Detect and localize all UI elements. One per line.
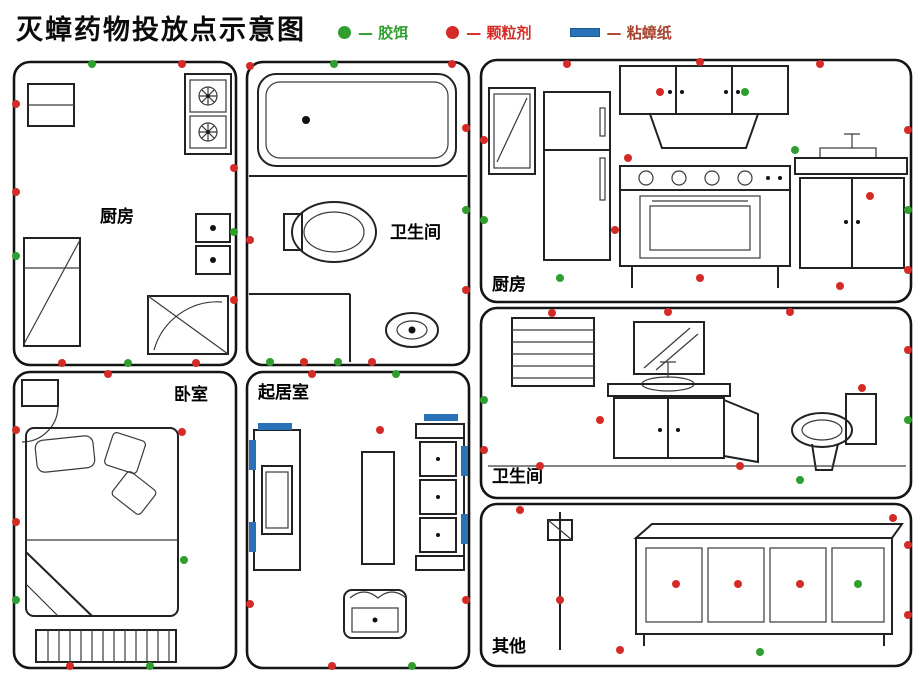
bathtub [249,73,467,177]
panel-bathroom-floorplan: 卫生间 [245,60,471,367]
page-title: 灭蟑药物投放点示意图 [16,15,306,46]
panel-bathroom-view: 卫生间 [479,306,913,500]
refrigerator [543,91,611,261]
bathroom-view-label: 卫生间 [492,466,543,487]
placement-markers [246,60,470,366]
legend-text-gel-bait: 胶饵 [378,24,409,42]
armchair [343,589,407,639]
wall-cabinet [27,83,75,127]
legend-item-gel-bait: — 胶饵 [338,22,408,43]
kitchen-plan-label: 厨房 [100,206,134,227]
legend-label-gel-bait: — 胶饵 [358,22,408,43]
floor-drain [385,312,439,348]
mirror [633,321,705,375]
panel-kitchen-floorplan: 厨房 [12,60,238,367]
panel-bedroom-floorplan: 卧室 [12,370,238,670]
other-view-label: 其他 [492,636,526,657]
pipe [547,512,573,650]
window [488,87,536,175]
bedroom-plan-label: 卧室 [174,384,208,405]
toilet [283,201,377,263]
legend-text-sticky-trap: 粘蟑纸 [626,24,672,42]
shower-corner [147,295,229,355]
gel-bait-dot-icon [338,26,351,39]
coffee-table [361,451,395,565]
partition-wall [249,293,351,362]
bed [25,427,179,617]
legend-text-granules: 颗粒剂 [486,24,532,42]
placement-markers [516,506,912,656]
legend-item-granules: — 颗粒剂 [446,22,532,43]
placement-markers [480,58,912,290]
sticky-trap-bar-icon [569,28,600,37]
kitchen-view-label: 厨房 [492,274,526,295]
panel-kitchen-view: 厨房 [479,58,913,304]
legend-label-granules: — 颗粒剂 [466,22,531,43]
legend-item-sticky-trap: — 粘蟑纸 [569,22,672,43]
stove-oven [619,165,791,288]
legend-dash: — [466,24,482,42]
radiator [35,629,177,663]
panel-border [479,306,913,500]
panel-border [245,370,471,670]
panel-border [245,60,471,367]
placement-markers [480,308,912,484]
legend-label-sticky-trap: — 粘蟑纸 [607,22,672,43]
granule-dot-icon [446,26,460,39]
sink-basins [195,213,231,275]
sofa [415,423,465,571]
panel-other-view: 其他 [479,502,913,668]
door-swing [21,379,59,443]
bathroom-plan-label: 卫生间 [390,222,441,243]
legend: — 胶饵 — 颗粒剂 — 粘蟑纸 [338,22,672,43]
placement-markers [246,370,470,670]
sticky-trap-markers [249,414,468,552]
placement-markers [12,60,238,367]
panel-border [479,58,913,304]
stove [184,73,232,155]
placement-markers [12,370,188,670]
louver-window [511,317,595,387]
panel-living-room-floorplan: 起居室 [245,370,471,670]
legend-dash: — [606,24,622,42]
legend-dash: — [358,24,373,42]
panel-border [479,502,913,668]
sink-counter [794,133,908,269]
sink-vanity [607,361,759,464]
panel-border [12,370,238,670]
toilet [791,393,877,471]
range-hood [648,113,760,149]
living-room-label: 起居室 [257,382,309,403]
refrigerator [23,237,81,347]
sideboard-cabinet [633,523,904,646]
